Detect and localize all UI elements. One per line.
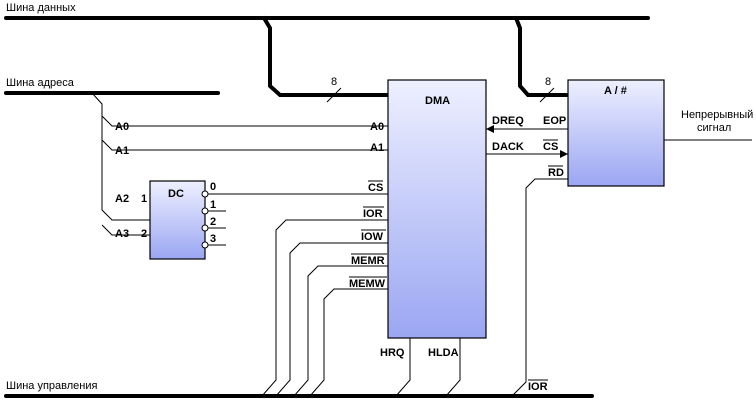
- dma-pin-a0: A0: [370, 121, 384, 133]
- adc-pin-cs: CS: [543, 141, 558, 153]
- wire-a1: [101, 139, 388, 151]
- dma-pin-ior: IOR: [363, 208, 383, 220]
- decoder-output-2: 2: [210, 216, 216, 228]
- adc-block: [567, 79, 665, 187]
- decoder-output-1: 1: [210, 199, 216, 211]
- dc-out0-bubble: [201, 190, 209, 198]
- data-bus-to-adc: [514, 16, 570, 97]
- analog-input-label-2: сигнал: [697, 122, 731, 134]
- wire-a3-to-dc: [101, 224, 150, 236]
- bus-width-slash-adc: [539, 87, 555, 103]
- wire-hlda: [445, 338, 461, 397]
- control-bus-label: Шина управления: [6, 380, 98, 392]
- dma-pin-iow: IOW: [361, 231, 384, 243]
- adc-pin-eop: EOP: [543, 115, 566, 127]
- dma-title: DMA: [425, 95, 450, 107]
- wire-ior: [261, 219, 388, 397]
- bus-width-dma: 8: [331, 76, 337, 88]
- wire-memw: [309, 288, 388, 397]
- dma-pin-memr: MEMR: [351, 255, 385, 267]
- dreq-arrow: [486, 125, 494, 133]
- dma-pin-cs: CS: [368, 182, 383, 194]
- decoder-input-2: 2: [141, 228, 147, 240]
- dma-pin-hrq: HRQ: [380, 347, 405, 359]
- addr-label-a2: A2: [115, 193, 129, 205]
- control-ior-label: IOR: [528, 381, 548, 393]
- decoder-block: [149, 180, 206, 260]
- decoder-output-0: 0: [210, 181, 216, 193]
- decoder-output-3: 3: [210, 233, 216, 245]
- decoder-input-1: 1: [141, 193, 147, 205]
- decoder-title: DC: [168, 188, 184, 200]
- data-bus-to-dma: [262, 16, 390, 97]
- dma-pin-memw: MEMW: [349, 278, 386, 290]
- address-bus-label: Шина адреса: [6, 77, 75, 89]
- data-bus-label: Шина данных: [6, 2, 76, 14]
- dc-out1-bubble: [201, 207, 209, 215]
- addr-label-a3: A3: [115, 228, 129, 240]
- wire-iow: [275, 242, 388, 397]
- analog-input-label-1: Непрерывный: [681, 109, 753, 121]
- bus-width-slash-dma: [326, 87, 342, 103]
- bus-width-adc: 8: [545, 76, 551, 88]
- dc-out3-bubble: [201, 241, 209, 249]
- wire-rd-ior: [511, 178, 568, 397]
- wire-a2-to-dc: [91, 92, 150, 221]
- adc-title: A / #: [604, 85, 627, 97]
- dma-pin-dack: DACK: [492, 141, 524, 153]
- dma-pin-hlda: HLDA: [428, 347, 459, 359]
- dma-block: [387, 79, 487, 339]
- dc-out2-bubble: [201, 224, 209, 232]
- wire-hrq: [395, 338, 411, 397]
- dack-arrow: [560, 150, 568, 158]
- adc-pin-rd: RD: [548, 167, 564, 179]
- addr-label-a0: A0: [115, 121, 129, 133]
- wire-memr: [293, 265, 388, 397]
- dma-pin-a1: A1: [370, 142, 384, 154]
- dma-pin-dreq: DREQ: [492, 115, 524, 127]
- addr-label-a1: A1: [115, 145, 129, 157]
- wire-a0: [101, 115, 388, 127]
